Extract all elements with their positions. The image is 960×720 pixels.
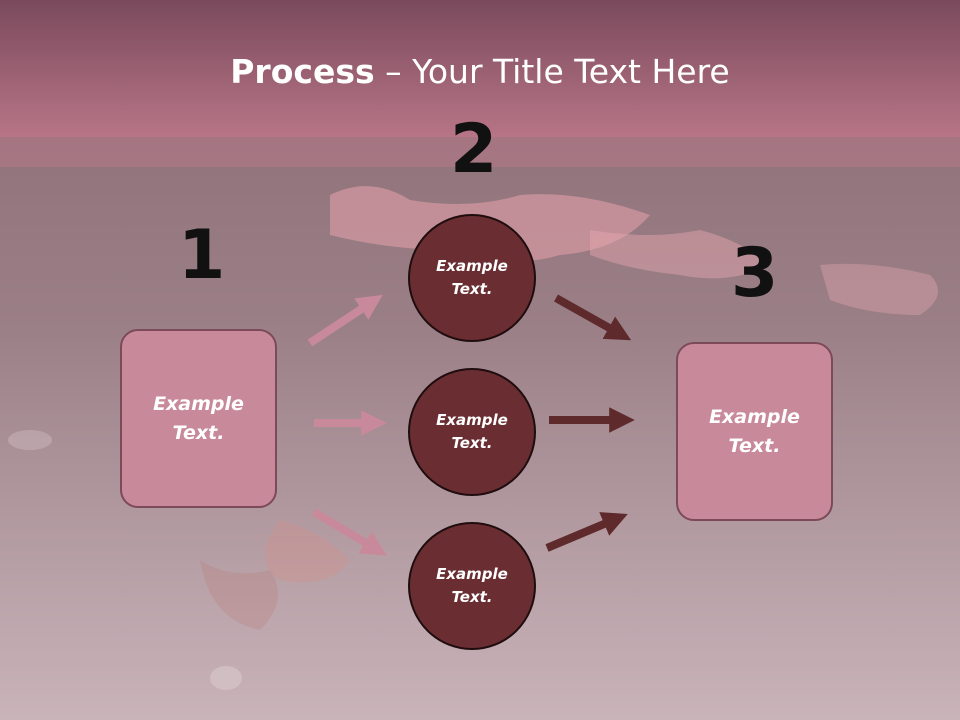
title-rest: – Your Title Text Here bbox=[374, 52, 730, 91]
title-bar bbox=[0, 0, 960, 137]
circle-top: Example Text. bbox=[408, 214, 536, 342]
circle-bottom: Example Text. bbox=[408, 522, 536, 650]
circle-top-text: Example Text. bbox=[436, 257, 508, 298]
circle-bottom-text: Example Text. bbox=[436, 565, 508, 606]
title-band bbox=[0, 137, 960, 167]
left-box-text: Example Text. bbox=[153, 392, 244, 444]
slide-title: Process – Your Title Text Here bbox=[0, 52, 960, 91]
circle-middle: Example Text. bbox=[408, 368, 536, 496]
right-box: Example Text. bbox=[676, 342, 833, 521]
left-box: Example Text. bbox=[120, 329, 277, 508]
step-number-1: 1 bbox=[178, 216, 226, 295]
title-bold: Process bbox=[230, 52, 375, 91]
circle-middle-text: Example Text. bbox=[436, 411, 508, 452]
right-box-text: Example Text. bbox=[709, 405, 800, 457]
step-number-3: 3 bbox=[731, 234, 779, 313]
step-number-2: 2 bbox=[450, 110, 498, 189]
